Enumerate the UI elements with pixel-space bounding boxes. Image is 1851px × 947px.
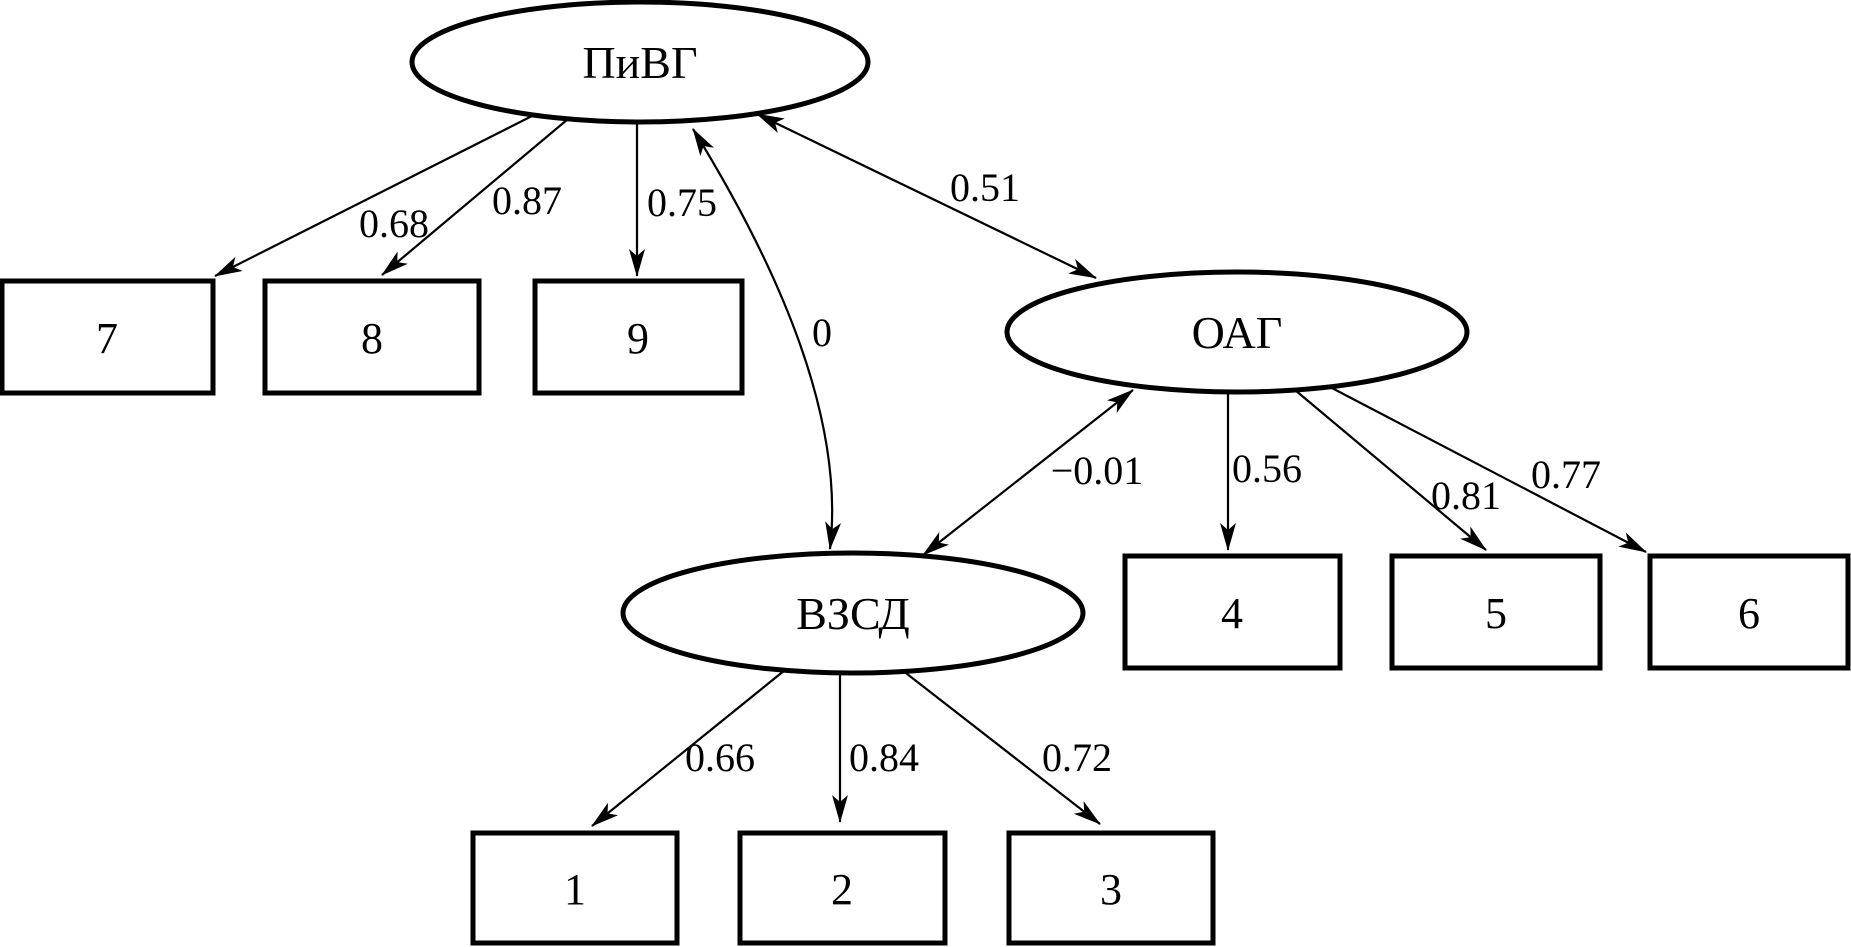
- loading-value-oag-5: 0.81: [1431, 473, 1501, 518]
- edge-loading-vzsd-1: [591, 669, 786, 827]
- observed-node-8: 8: [262, 278, 482, 396]
- loading-value-oag-6: 0.77: [1531, 452, 1601, 497]
- observed-node-2: 2: [737, 830, 948, 946]
- observed-label-3: 3: [1100, 865, 1122, 914]
- observed-node-3: 3: [1006, 830, 1216, 946]
- observed-node-7: 7: [0, 278, 216, 396]
- edge-covariance-oag-vzsd: [922, 389, 1134, 556]
- observed-box-6: [1647, 553, 1851, 671]
- covariance-value-pivg-oag: 0.51: [950, 165, 1020, 210]
- edge-loading-oag-6: [1329, 386, 1647, 553]
- loading-value-pivg-8: 0.87: [492, 178, 562, 223]
- latent-label-vzsd: ВЗСД: [796, 588, 910, 639]
- latent-label-pivg: ПиВГ: [582, 37, 697, 88]
- observed-label-7: 7: [96, 314, 118, 363]
- latent-node-vzsd: ВЗСД: [620, 550, 1086, 676]
- edge-loading-oag-5: [1294, 389, 1487, 551]
- observed-label-9: 9: [627, 314, 649, 363]
- observed-label-5: 5: [1485, 589, 1507, 638]
- edge-covariance-pivg-oag: [756, 113, 1097, 279]
- loading-value-oag-4: 0.56: [1232, 446, 1302, 491]
- latent-ellipse-vzsd: [620, 550, 1086, 676]
- observed-label-2: 2: [831, 865, 853, 914]
- observed-box-7: [0, 278, 216, 396]
- observed-node-4: 4: [1122, 553, 1343, 671]
- latent-node-pivg: ПиВГ: [409, 0, 871, 125]
- observed-node-5: 5: [1389, 553, 1603, 671]
- loading-value-pivg-7: 0.68: [359, 201, 429, 246]
- latent-label-oag: ОАГ: [1192, 307, 1283, 358]
- observed-box-2: [737, 830, 948, 946]
- observed-box-3: [1006, 830, 1216, 946]
- edge-loading-vzsd-3: [901, 669, 1101, 825]
- loading-value-pivg-9: 0.75: [647, 180, 717, 225]
- loading-value-vzsd-3: 0.72: [1042, 735, 1112, 780]
- covariance-value-oag-vzsd: −0.01: [1051, 448, 1144, 493]
- latent-ellipse-pivg: [409, 0, 871, 125]
- observed-node-6: 6: [1647, 553, 1851, 671]
- observed-box-8: [262, 278, 482, 396]
- edge-loading-pivg-8: [381, 118, 569, 276]
- observed-box-9: [532, 278, 745, 396]
- observed-node-1: 1: [470, 830, 680, 946]
- loading-value-vzsd-2: 0.84: [849, 735, 919, 780]
- latent-ellipse-oag: [1004, 269, 1470, 395]
- loading-value-vzsd-1: 0.66: [685, 735, 755, 780]
- covariance-value-pivg-vzsd: 0: [812, 310, 832, 355]
- observed-label-8: 8: [361, 314, 383, 363]
- observed-label-6: 6: [1738, 589, 1760, 638]
- observed-label-1: 1: [564, 865, 586, 914]
- edge-covariance-pivg-vzsd: [692, 128, 842, 550]
- observed-box-1: [470, 830, 680, 946]
- observed-label-4: 4: [1221, 589, 1243, 638]
- latent-node-oag: ОАГ: [1004, 269, 1470, 395]
- observed-box-5: [1389, 553, 1603, 671]
- observed-box-4: [1122, 553, 1343, 671]
- edge-loading-pivg-7: [214, 115, 533, 277]
- observed-node-9: 9: [532, 278, 745, 396]
